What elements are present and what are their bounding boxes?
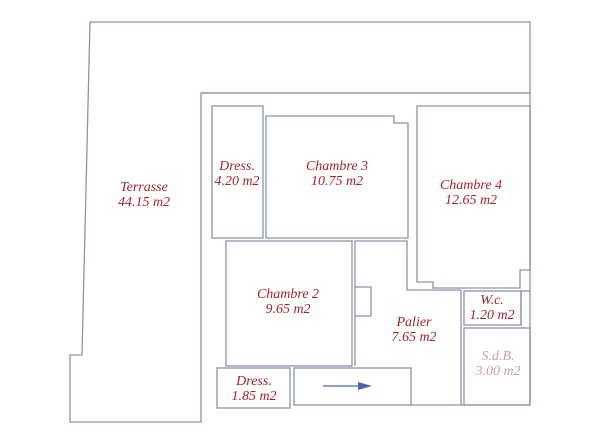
palier-walls	[355, 240, 461, 291]
chambre-4-walls	[416, 105, 531, 289]
room-name: Chambre 3	[305, 159, 369, 174]
label-palier: Palier 7.65 m2	[391, 315, 436, 345]
label-wc: W.c. 1.20 m2	[469, 293, 514, 323]
room-name: Dress.	[219, 159, 255, 174]
label-chambre-3: Chambre 3 10.75 m2	[306, 159, 368, 189]
room-name: Terrasse	[120, 180, 168, 195]
room-area: 4.20 m2	[214, 174, 260, 189]
stair-walls	[293, 367, 412, 406]
room-name: Chambre 4	[439, 178, 503, 193]
label-sdb: S.d.B. 3.00 m2	[475, 349, 520, 379]
chambre-3-walls	[265, 115, 409, 239]
room-area: 7.65 m2	[391, 330, 437, 345]
room-area: 44.15 m2	[117, 195, 171, 210]
label-terrasse: Terrasse 44.15 m2	[118, 180, 170, 210]
label-dress-bottom: Dress. 1.85 m2	[231, 374, 276, 404]
room-name: Dress.	[236, 374, 272, 389]
room-name: Chambre 2	[256, 287, 320, 302]
label-chambre-2: Chambre 2 9.65 m2	[257, 287, 319, 317]
room-area: 1.85 m2	[231, 389, 277, 404]
chambre-2-walls	[225, 240, 353, 367]
room-name: Palier	[396, 315, 432, 330]
right-arrow-icon	[358, 382, 372, 390]
sdb-walls	[463, 327, 531, 406]
label-dress-top: Dress. 4.20 m2	[214, 159, 259, 189]
room-area: 10.75 m2	[310, 174, 364, 189]
room-name: W.c.	[480, 293, 504, 308]
room-area: 3.00 m2	[475, 364, 521, 379]
label-chambre-4: Chambre 4 12.65 m2	[440, 178, 502, 208]
room-name: S.d.B.	[481, 349, 515, 364]
terrasse-outline	[69, 21, 531, 423]
dress-bottom-walls	[216, 367, 291, 409]
dress-top-walls	[211, 105, 264, 239]
palier-niche	[355, 286, 372, 317]
room-area: 12.65 m2	[444, 193, 498, 208]
room-area: 1.20 m2	[469, 308, 515, 323]
room-area: 9.65 m2	[265, 302, 311, 317]
